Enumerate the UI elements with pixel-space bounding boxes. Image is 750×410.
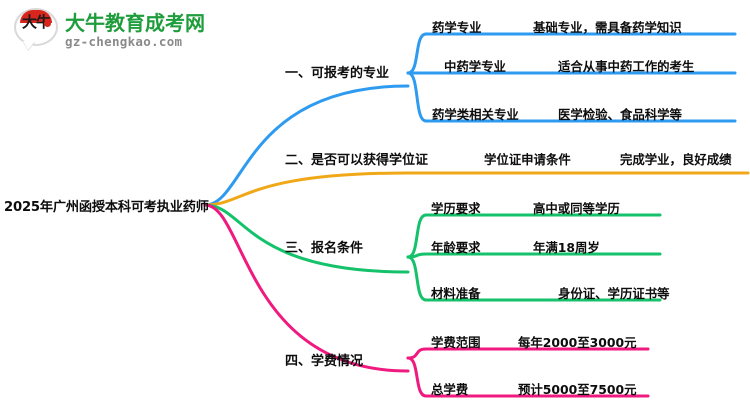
leaf-key-4-2[interactable]: 总学费 [431,382,469,397]
leaf-value-3-2: 年满18周岁 [533,240,600,255]
leaf-key-4-1[interactable]: 学费范围 [431,335,481,350]
bubble-cap-shape [20,10,52,23]
leaf-value-3-3: 身份证、学历证书等 [558,286,670,301]
leaf-key-1-1[interactable]: 药学专业 [432,20,482,35]
site-logo: 大牛 大牛教育成考网 gz-chengkao.com [14,8,205,52]
bubble-tail-shape [23,41,35,50]
leaf-key-3-2[interactable]: 年龄要求 [431,240,481,255]
leaf-key-1-3[interactable]: 药学类相关专业 [432,107,519,122]
logo-bubble-icon: 大牛 [14,8,58,52]
branch-node-1[interactable]: 一、可报考的专业 [285,66,390,81]
branch-node-3[interactable]: 三、报名条件 [285,241,364,256]
logo-wordmark: 大牛教育成考网 gz-chengkao.com [65,11,205,49]
leaf-value-1-3: 医学检验、食品科学等 [558,107,682,122]
logo-name-en: gz-chengkao.com [65,34,183,50]
leaf-key-1-2[interactable]: 中药学专业 [444,59,506,74]
leaf-value-3-1: 高中或同等学历 [533,201,620,216]
leaf-key-2-1[interactable]: 学位证申请条件 [484,152,571,167]
logo-mark-text: 大牛 [21,13,51,31]
branch-node-2[interactable]: 二、是否可以获得学位证 [285,153,429,168]
leaf-value-2-1: 完成学业，良好成绩 [620,152,732,167]
leaf-key-3-3[interactable]: 材料准备 [431,286,481,301]
leaf-value-4-1: 每年2000至3000元 [518,335,637,350]
logo-name-cn: 大牛教育成考网 [65,11,205,36]
branch-node-4[interactable]: 四、学费情况 [285,354,364,369]
leaf-value-1-1: 基础专业，需具备药学知识 [533,20,682,35]
logo-dot-icon [44,20,51,27]
leaf-key-3-1[interactable]: 学历要求 [431,201,481,216]
mindmap-root-node[interactable]: 2025年广州函授本科可考执业药师 [4,200,209,215]
leaf-value-1-2: 适合从事中药工作的考生 [558,59,695,74]
leaf-value-4-2: 预计5000至7500元 [518,382,637,397]
